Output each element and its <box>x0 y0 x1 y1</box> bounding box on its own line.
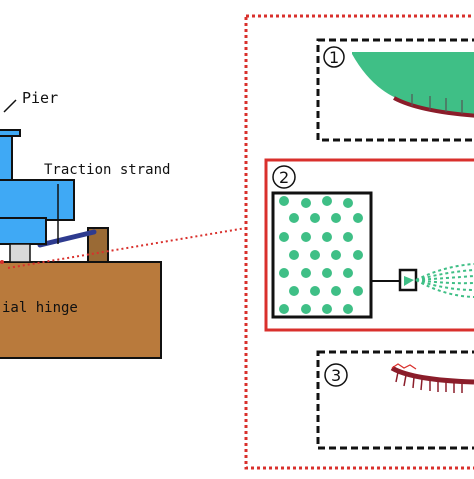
panel-2-number: 2 <box>279 168 289 187</box>
panel-3-frame <box>316 350 474 450</box>
panel-1-arc <box>393 96 474 118</box>
traction-strand <box>37 229 97 248</box>
panel-2-frame <box>264 158 474 332</box>
pier-cap <box>0 129 21 137</box>
panel-3: 3 <box>316 350 474 450</box>
zoom-connector <box>7 227 247 269</box>
hinge-label: ial hinge <box>2 300 78 316</box>
foundation-block <box>0 261 162 359</box>
panel-2-dot-grid <box>279 196 363 314</box>
pier-leader-line <box>3 99 17 113</box>
pier-label: Pier <box>22 89 58 107</box>
panel-1-green-segment <box>352 52 474 115</box>
hinge-bearing <box>9 243 31 263</box>
panel-1: 1 <box>316 38 474 142</box>
panel-1-badge <box>323 46 345 68</box>
panel-1-number: 1 <box>329 48 339 67</box>
panel-2-fan-pattern <box>415 263 474 298</box>
pier-body <box>0 179 75 221</box>
panel-2-zoom-marker <box>404 276 414 286</box>
panel-3-hatch <box>391 363 417 370</box>
traction-strand-label: Traction strand <box>44 162 170 178</box>
panel-2: 2 <box>264 158 474 332</box>
panel-3-badge <box>324 363 348 387</box>
panel-3-arc <box>390 365 474 385</box>
panel-2-badge <box>272 165 296 189</box>
panel-3-ticks <box>395 371 463 393</box>
pier-assembly: Pier Traction strand ial hinge <box>0 89 170 359</box>
panel-1-ticks <box>411 94 463 114</box>
detail-frame <box>244 14 474 470</box>
panel-3-number: 3 <box>331 366 341 385</box>
pier-base-plate <box>0 217 47 245</box>
panel-1-frame <box>316 38 474 142</box>
hinge-marker <box>0 260 4 264</box>
